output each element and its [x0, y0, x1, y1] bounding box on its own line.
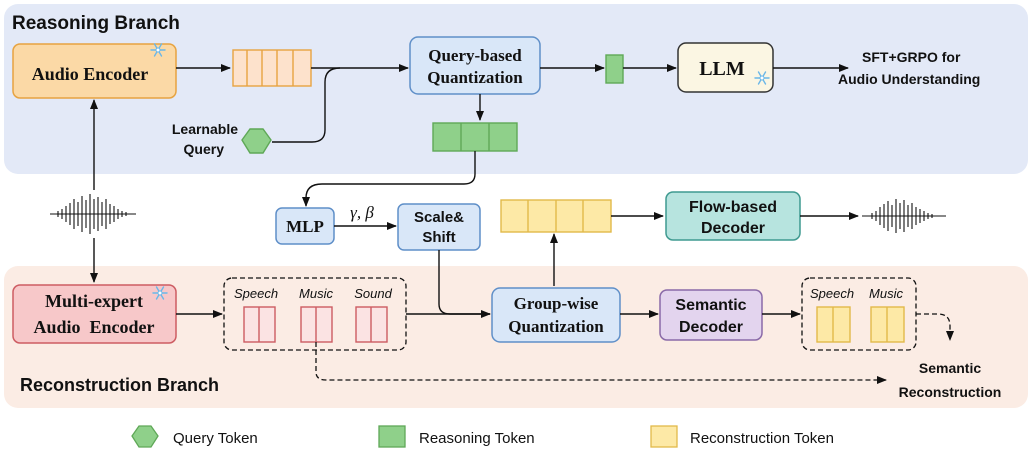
legend-reconstruction-token-label: Reconstruction Token — [690, 430, 834, 447]
expert-sound-label: Sound — [354, 286, 392, 301]
mlp-label: MLP — [286, 217, 324, 236]
multi-expert-line1: Multi-expert — [45, 291, 143, 311]
output-speech-label: Speech — [810, 286, 854, 301]
input-waveform-icon — [50, 194, 136, 234]
speech-expert-tokens — [243, 306, 276, 343]
flow-decoder-line1: Flow-based — [689, 199, 777, 216]
query-quantization-line1: Query-based — [428, 46, 522, 65]
output-waveform-icon — [862, 199, 946, 233]
group-quantization-box — [491, 287, 621, 343]
learnable-query-token — [241, 128, 272, 154]
legend: Query Token Reasoning Token Reconstructi… — [131, 425, 834, 448]
learnable-query-label-line1: Learnable — [172, 121, 238, 137]
arrow-learnable-query — [272, 67, 341, 143]
query-quantization-box — [409, 36, 541, 95]
expert-tokens-group — [223, 277, 407, 351]
legend-query-token-label: Query Token — [173, 430, 258, 447]
output-music-label: Music — [869, 286, 903, 301]
sound-expert-tokens — [355, 306, 388, 343]
music-expert-tokens — [300, 306, 333, 343]
output-music-tokens — [870, 306, 905, 343]
single-reasoning-token — [605, 54, 624, 84]
film-params-label: γ, β — [350, 203, 374, 222]
audio-encoder-box — [12, 43, 177, 99]
audio-encoder-label: Audio Encoder — [32, 64, 149, 84]
multi-expert-line2: Audio Encoder — [33, 317, 154, 337]
semantic-decoder-box — [659, 289, 763, 341]
sft-grpo-label-line2: Audio Understanding — [838, 71, 980, 87]
audio-feature-tokens — [232, 49, 312, 87]
query-quantization-line2: Quantization — [427, 68, 523, 87]
semantic-reconstruction-line1: Semantic — [919, 360, 981, 376]
semantic-decoder-line2: Decoder — [679, 319, 743, 336]
scale-shift-line2: Shift — [422, 229, 455, 246]
group-quantization-line2: Quantization — [508, 317, 604, 336]
dashed-arrow-experts-to-reconstruction — [315, 342, 887, 384]
arrow-reasoning-tokens-to-mlp — [302, 151, 476, 207]
legend-query-token-swatch — [131, 425, 159, 448]
reconstruction-tokens — [500, 199, 612, 233]
group-quantization-line1: Group-wise — [514, 294, 599, 313]
sft-grpo-label-line1: SFT+GRPO for — [862, 49, 961, 65]
reasoning-tokens — [432, 122, 518, 152]
legend-reasoning-token-label: Reasoning Token — [419, 430, 535, 447]
semantic-reconstruction-line2: Reconstruction — [899, 384, 1002, 400]
flow-decoder-line2: Decoder — [701, 220, 765, 237]
llm-label: LLM — [699, 58, 745, 80]
semantic-decoder-line1: Semantic — [675, 297, 746, 314]
learnable-query-label-line2: Query — [184, 141, 225, 157]
dashed-arrow-outputs-to-reconstruction — [916, 313, 954, 341]
scale-shift-line1: Scale& — [414, 209, 464, 226]
legend-reasoning-token-swatch — [378, 425, 406, 448]
reconstruction-branch-title: Reconstruction Branch — [20, 375, 219, 395]
legend-reconstruction-token-swatch — [650, 425, 678, 448]
expert-music-label: Music — [299, 286, 333, 301]
expert-speech-label: Speech — [234, 286, 278, 301]
output-speech-tokens — [816, 306, 851, 343]
reasoning-branch-title: Reasoning Branch — [12, 13, 180, 34]
